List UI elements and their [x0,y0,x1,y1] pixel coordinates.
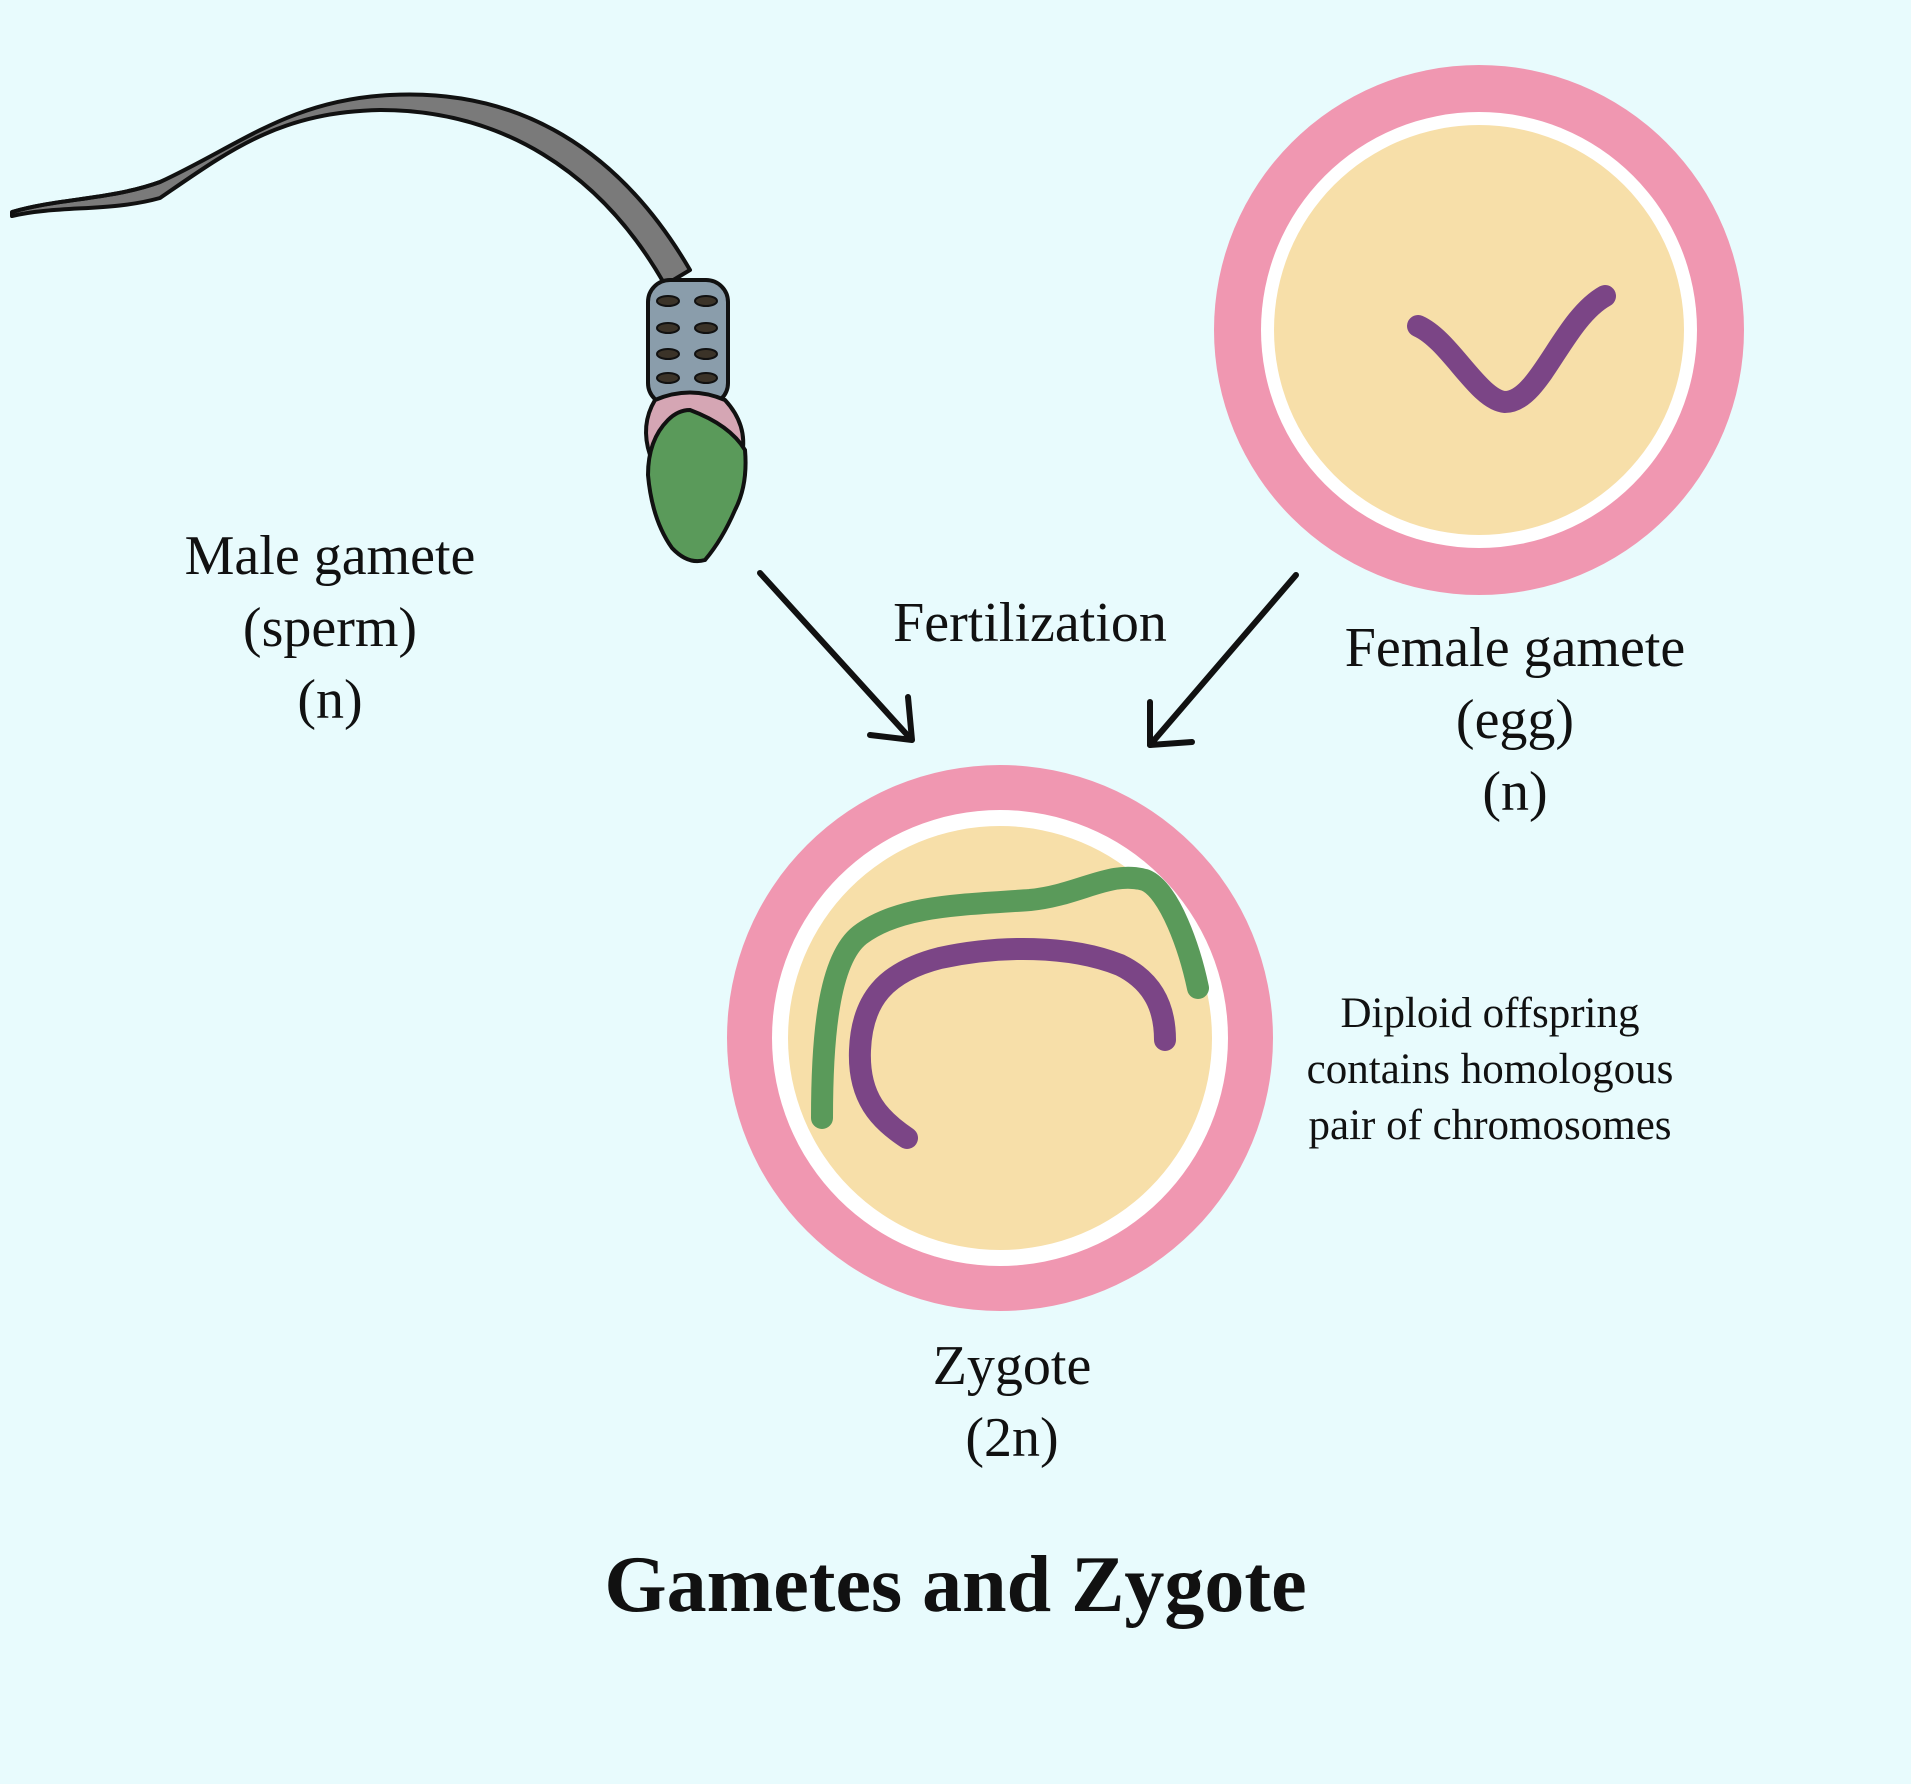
sperm-mitochondria [656,295,718,384]
egg-chromosome [1407,285,1616,414]
zygote-paternal-chromosome [811,866,1209,1129]
fertilization-arrows [757,570,1299,748]
female-gamete-name: Female gamete [1344,617,1686,679]
diagram-title: Gametes and Zygote [604,1541,1307,1629]
fertilization-label: Fertilization [893,592,1167,654]
sperm-tail [10,92,692,287]
zygote-ploidy: (2n) [965,1407,1059,1469]
female-gamete-type: (egg) [1455,689,1575,751]
male-gamete-ploidy: (n) [297,669,363,731]
diploid-note-line2: contains homologous [1306,1046,1674,1093]
female-gamete-label: Female gamete (egg) (n) [1335,612,1695,828]
zygote-label: Zygote (2n) [862,1330,1162,1474]
male-gamete-label: Male gamete (sperm) (n) [180,520,480,736]
male-gamete-name: Male gamete [184,525,476,587]
arrow-egg-to-zygote [1147,572,1299,748]
zygote-illustration [727,765,1273,1311]
arrow-sperm-to-zygote [757,570,915,743]
egg-illustration [1214,65,1744,595]
male-gamete-type: (sperm) [242,597,418,659]
diploid-note-line1: Diploid offspring [1340,990,1640,1037]
zygote-cytoplasm [788,826,1212,1250]
female-gamete-ploidy: (n) [1482,761,1548,823]
sperm-nucleus [645,407,748,564]
diploid-note: Diploid offspring contains homologous pa… [1280,986,1700,1154]
zygote-maternal-chromosome [848,938,1176,1149]
sperm-illustration [10,92,748,564]
diploid-note-line3: pair of chromosomes [1308,1102,1672,1149]
zygote-name: Zygote [932,1335,1092,1397]
egg-cytoplasm [1274,125,1684,535]
